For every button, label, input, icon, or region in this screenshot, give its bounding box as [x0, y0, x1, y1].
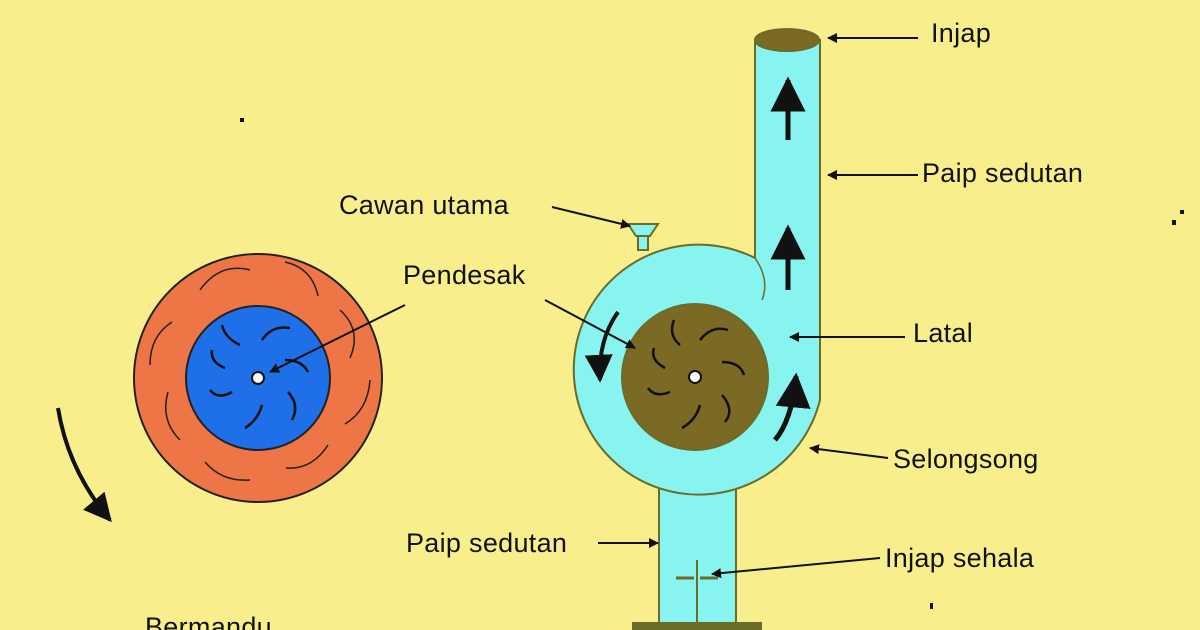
leader-pendesak-2 — [544, 299, 636, 349]
flow-arrows — [584, 76, 811, 442]
leader-injap-sehala — [711, 557, 881, 579]
discharge-opening — [754, 28, 820, 52]
label-bottom-cut: Bermandu — [145, 612, 272, 630]
label-injap: Injap — [931, 18, 992, 48]
leader-lines — [269, 33, 918, 579]
label-injap-sehala: Injap sehala — [885, 543, 1035, 573]
flow-arrow-down-icon — [584, 310, 620, 383]
label-paip-sedutan-bottom: Paip sedutan — [406, 528, 568, 558]
scan-specks — [240, 118, 1184, 609]
impeller-hub — [251, 371, 265, 385]
casing-inner-line — [754, 257, 766, 301]
outer-vanes — [149, 261, 371, 481]
inner-vanes — [209, 324, 310, 430]
impeller-front-view — [56, 253, 383, 523]
rotation-arrow-icon — [56, 407, 112, 523]
label-latal: Latal — [913, 318, 974, 348]
label-selongsong: Selongsong — [893, 444, 1039, 474]
impeller-side-hub — [688, 370, 702, 384]
label-cawan-utama: Cawan utama — [339, 190, 509, 220]
label-pendesak: Pendesak — [403, 260, 526, 290]
leader-selongsong — [809, 444, 889, 459]
pump-cross-section — [572, 28, 821, 630]
flow-arrow-curve-icon — [773, 372, 811, 442]
label-paip-sedutan-top: Paip sedutan — [922, 158, 1084, 188]
pump-base — [632, 622, 762, 630]
side-vanes — [646, 319, 746, 430]
leader-cawan-utama — [551, 206, 631, 229]
priming-cup — [626, 223, 660, 251]
leader-pendesak — [269, 304, 406, 373]
